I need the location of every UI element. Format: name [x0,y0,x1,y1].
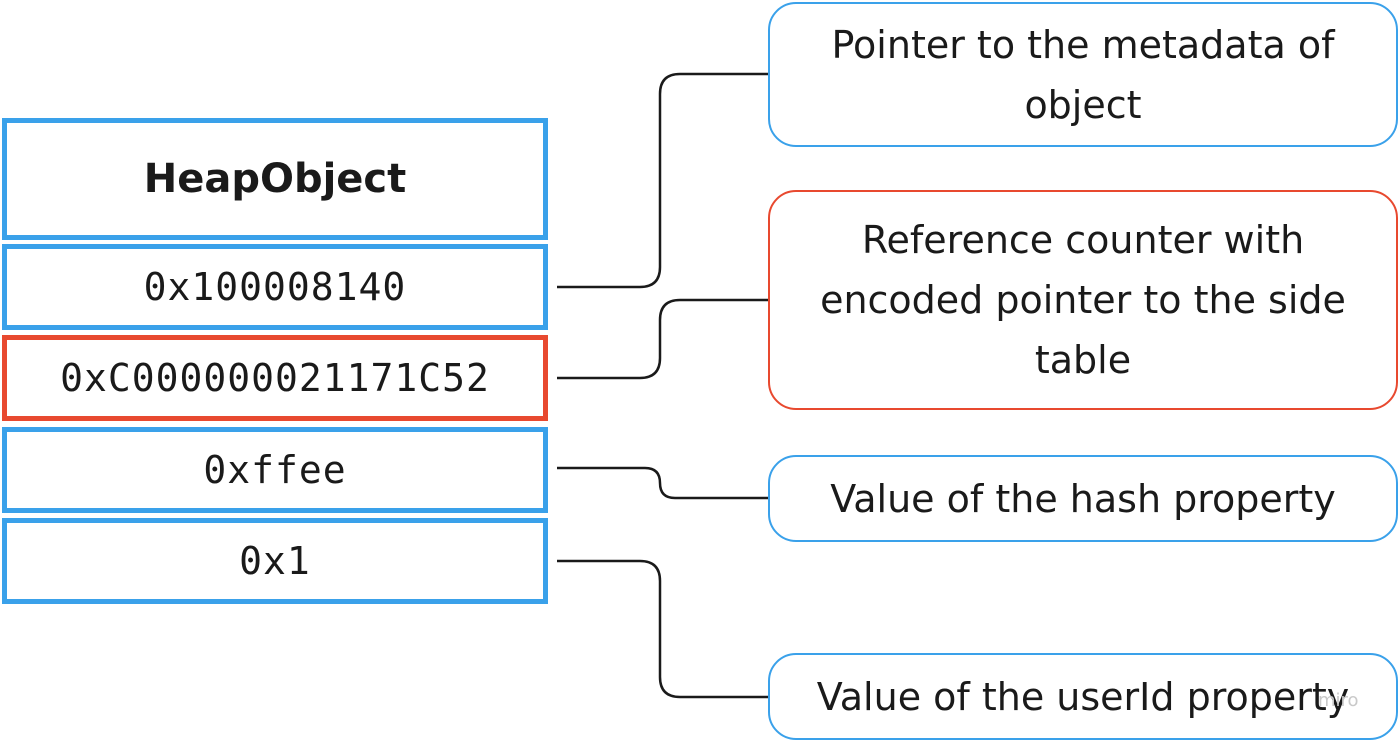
field-refcount: 0xC000000021171C52 [2,335,548,421]
watermark: miro [1318,690,1359,711]
connector-metadata [557,72,768,289]
connector-hash [557,466,768,500]
annotation-text: Pointer to the metadata of object [831,22,1335,127]
annotation-userid: Value of the userId property [768,653,1398,740]
annotation-hash: Value of the hash property [768,455,1398,542]
annotation-text: Value of the userId property [816,674,1350,719]
connector-refcount [557,298,768,380]
field-hash: 0xffee [2,427,548,513]
connector-userid [557,559,768,699]
field-metadata-pointer: 0x100008140 [2,244,548,330]
heap-object-header: HeapObject [2,118,548,240]
field-value: 0xC000000021171C52 [60,356,490,400]
field-value: 0x100008140 [143,265,407,309]
annotation-metadata: Pointer to the metadata of object [768,2,1398,147]
field-userid: 0x1 [2,518,548,604]
heap-object-title: HeapObject [143,156,407,202]
field-value: 0xffee [203,448,347,492]
annotation-text: Value of the hash property [830,476,1336,521]
annotation-refcount: Reference counter with encoded pointer t… [768,190,1398,410]
field-value: 0x1 [239,539,311,583]
annotation-text: Reference counter with encoded pointer t… [820,218,1346,382]
